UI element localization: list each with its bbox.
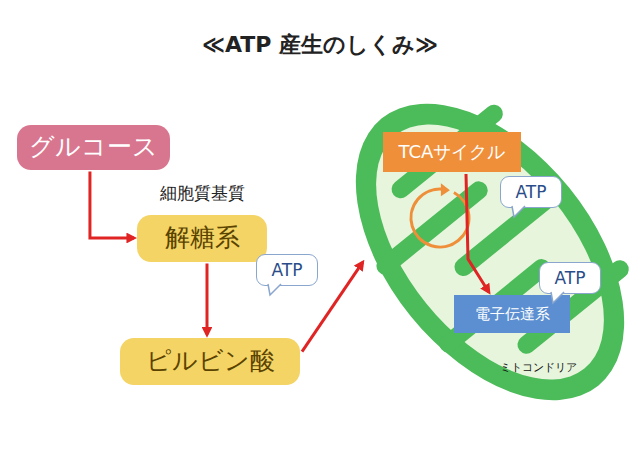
region-label: 細胞質基質: [160, 183, 245, 203]
cycle-arrowhead: [441, 183, 450, 196]
start-box: グルコース: [17, 125, 170, 170]
flow-arrow: [206, 264, 209, 335]
flow-arrow: [90, 172, 134, 239]
callout-tail: [511, 206, 527, 218]
title: ≪ATP 産生のしくみ≫: [0, 30, 640, 60]
node-label: 解糖系: [165, 223, 240, 253]
atp-callout: ATP: [256, 254, 318, 286]
process-box: 細胞質基質解糖系: [137, 215, 267, 262]
node-label: ATP: [516, 182, 547, 202]
organelle-label: ミトコンドリア: [500, 361, 577, 374]
node-label: ピルビン酸: [146, 346, 275, 376]
atp-callout: ATP: [539, 262, 601, 294]
callout-tail: [267, 284, 283, 296]
cycle-symbol: [411, 189, 469, 247]
atp-callout: ATP: [500, 176, 562, 208]
process-box: TCAサイクル: [383, 132, 521, 172]
process-box: ピルビン酸: [120, 338, 300, 385]
node-label: グルコース: [29, 132, 158, 162]
callout-tail: [550, 292, 566, 304]
node-label: TCAサイクル: [399, 141, 506, 163]
node-label: ATP: [272, 260, 303, 280]
node-label: ATP: [555, 268, 586, 288]
mitochondrion: ミトコンドリア TCAサイクル ATP 電子伝達系 ATP: [355, 95, 625, 405]
node-label: 電子伝達系: [475, 305, 550, 323]
